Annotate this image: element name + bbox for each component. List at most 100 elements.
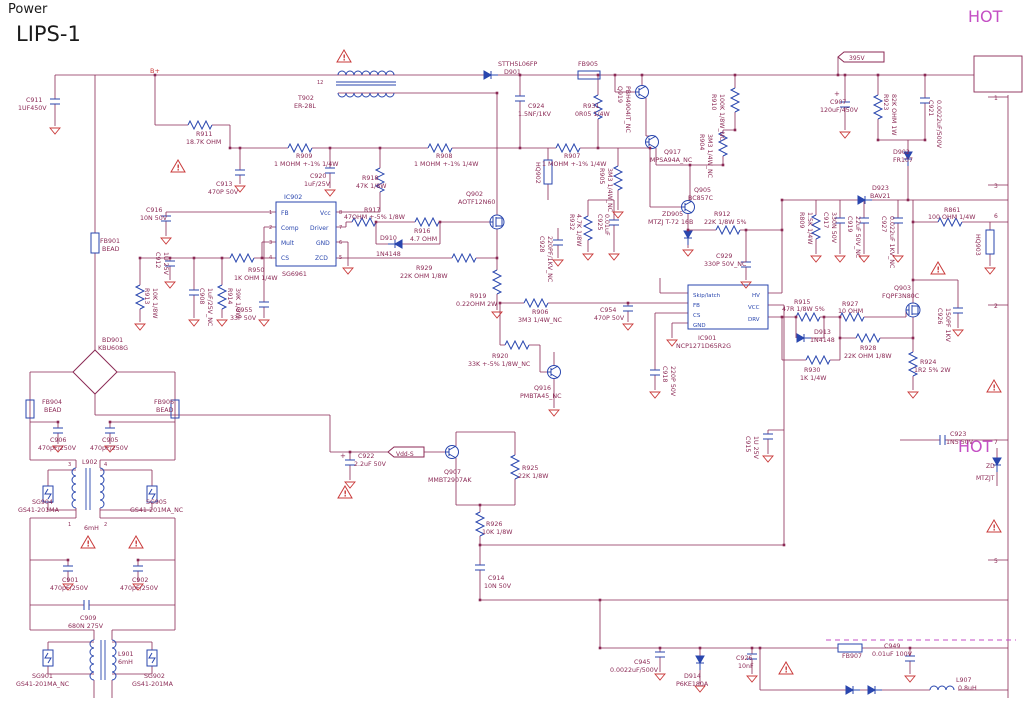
component-label: DRV xyxy=(748,317,760,323)
warning-exclamation: ! xyxy=(992,524,996,533)
ground-icon xyxy=(344,481,356,489)
IC902-ic-box-icon xyxy=(275,201,337,267)
transformer-core-lines xyxy=(85,81,396,680)
junction-dot xyxy=(495,91,499,95)
component-label: FB xyxy=(281,210,289,217)
R915-resistor-icon xyxy=(795,311,821,323)
component-label: 22K OHM 1/8W xyxy=(400,273,448,280)
junction-dot xyxy=(596,73,600,77)
C949-capacitor-icon xyxy=(905,655,915,662)
component-label: Q919 xyxy=(616,86,623,103)
junction-dot xyxy=(822,315,826,319)
junction-dot xyxy=(698,646,702,650)
component-label: C949 xyxy=(884,643,900,650)
component-label: D910 xyxy=(380,235,397,242)
component-label: C911 xyxy=(26,97,42,104)
junction-dot xyxy=(733,73,737,77)
R927-resistor-icon xyxy=(839,311,865,323)
SG905-spark-gap-icon xyxy=(146,485,158,503)
component-label: D901 xyxy=(504,69,521,76)
D902-diode-icon xyxy=(903,151,913,166)
component-label: 3M3 1/4W_NC xyxy=(518,317,563,324)
component-label: C927 xyxy=(880,216,887,232)
warning-icon: ! xyxy=(337,485,353,499)
component-label: 39K 1/8W xyxy=(234,288,241,319)
warning-icon: ! xyxy=(80,535,96,549)
junction-dot xyxy=(876,73,880,77)
component-label: 10N 50V xyxy=(484,583,512,590)
component-label: CS xyxy=(281,255,289,262)
R913-resistor-icon xyxy=(134,284,146,310)
C906-capacitor-icon xyxy=(53,427,63,434)
schematic-title: LIPS-1 xyxy=(16,22,81,46)
component-label: 2 xyxy=(104,522,107,528)
junction-dot xyxy=(923,138,927,142)
junction-dot xyxy=(478,598,482,602)
component-label: PMBTA45_NC xyxy=(520,393,562,400)
warning-exclamation: ! xyxy=(936,266,940,275)
warning-triangle xyxy=(170,159,186,173)
junction-dot xyxy=(260,256,264,260)
component-label: 100K 1/8W_NC xyxy=(718,94,725,141)
component-label: 2 xyxy=(269,225,272,231)
component-label: GS41-201MA xyxy=(18,507,60,514)
component-label: R912 xyxy=(714,211,730,218)
C909-capacitor-icon xyxy=(83,600,90,610)
component-label: 470P 50V xyxy=(594,315,625,322)
component-label: CS xyxy=(693,313,701,319)
C918-capacitor-icon xyxy=(650,369,660,376)
component-label: 1UF450V xyxy=(18,105,47,112)
C954-capacitor-icon xyxy=(623,305,633,312)
SG901-spark-gap-icon xyxy=(42,649,54,667)
junction-dot xyxy=(733,128,737,132)
component-label: MPSA94A_NC xyxy=(650,157,693,164)
ground-icon xyxy=(160,237,172,245)
junction-dot xyxy=(640,73,644,77)
component-label: C922 xyxy=(358,453,374,460)
component-label: C924 xyxy=(528,103,544,110)
component-label: C955 xyxy=(236,307,252,314)
component-label: C916 xyxy=(146,207,162,214)
C914-capacitor-icon xyxy=(475,564,485,571)
D914-diode-icon xyxy=(695,655,705,670)
C911-capacitor-icon xyxy=(50,98,60,105)
component-label: 10K 1/8W xyxy=(482,529,513,536)
R914-resistor-icon xyxy=(216,284,228,310)
component-symbols xyxy=(25,51,1002,695)
component-label: Q907 xyxy=(444,469,461,476)
junction-dot xyxy=(598,598,602,602)
ground-icon xyxy=(134,323,146,331)
component-label: AOTF12N60 xyxy=(458,199,495,206)
component-label: 33P 50V xyxy=(230,315,257,322)
ground-icon xyxy=(952,329,964,337)
component-label: 1N4148 xyxy=(810,337,835,344)
connector-box xyxy=(973,55,1023,93)
junction-dot xyxy=(843,73,847,77)
component-label: R924 xyxy=(920,359,936,366)
junction-dot xyxy=(911,278,915,282)
junction-dot xyxy=(721,163,725,167)
FB904-ferrite-bead-icon xyxy=(25,399,35,419)
ground-icon xyxy=(810,255,822,263)
component-label: 0.0022uF/500V xyxy=(610,667,659,674)
L901-winding-a-inductor-icon xyxy=(89,639,95,681)
component-label: 1.5NF/1KV xyxy=(518,111,552,118)
component-label: 10nF xyxy=(738,663,754,670)
component-label: R917 xyxy=(364,207,380,214)
junction-dot xyxy=(908,646,912,650)
junction-dot xyxy=(220,256,224,260)
junction-dot xyxy=(56,420,60,424)
component-label: 0.8uH xyxy=(958,685,977,692)
junction-dot xyxy=(192,256,196,260)
ZD905-diode-icon xyxy=(683,230,693,245)
ground-symbols xyxy=(49,127,996,693)
component-label: 395V xyxy=(849,55,865,62)
R909-resistor-icon xyxy=(287,142,313,154)
warning-icon: ! xyxy=(930,261,946,275)
junction-dot xyxy=(780,198,784,202)
component-label: L902 xyxy=(82,459,98,466)
junction-dot xyxy=(108,420,112,424)
junction-dot xyxy=(658,646,662,650)
C922-capacitor-icon xyxy=(345,459,355,466)
component-label: 1N4148 xyxy=(376,251,401,258)
